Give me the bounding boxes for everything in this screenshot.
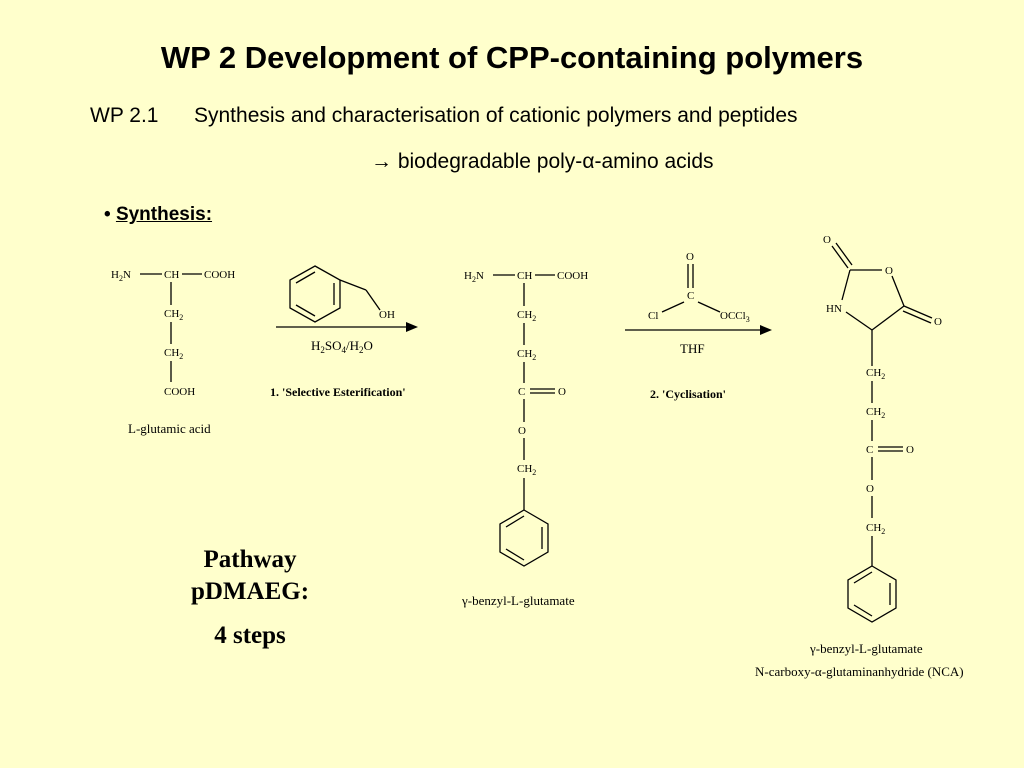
ester-carbon: C	[518, 386, 525, 398]
nca-label-line1: γ-benzyl-L-glutamate	[809, 641, 923, 656]
exo-oxygen-right: O	[934, 316, 942, 328]
nca-structure: O O HN O CH2 CH2 C O O CH2 γ-benzyl-L-gl…	[755, 234, 964, 679]
right-arrow-icon: →	[371, 150, 392, 173]
pathway-line1: Pathway	[203, 546, 297, 573]
methylene-1: CH2	[866, 367, 885, 381]
reaction-arrow-2: THF 2. 'Cyclisation'	[625, 325, 772, 401]
exo-oxygen-top: O	[823, 234, 831, 246]
benzene-ring	[499, 509, 549, 567]
cyclisation-reagent-structure: O C Cl OCCl3	[648, 251, 750, 324]
hydroxyl-group: OH	[379, 309, 395, 321]
central-carbon: C	[687, 290, 694, 302]
benzyl-glutamate-label: γ-benzyl-L-glutamate	[461, 593, 575, 608]
bullet-icon: •	[104, 204, 111, 225]
pathway-steps: 4 steps	[214, 622, 286, 649]
methylene-1: CH2	[164, 308, 183, 322]
subtitle-line2-a: biodegradable poly-	[392, 150, 583, 173]
trichloromethoxy: OCCl3	[720, 310, 750, 324]
carbonyl-oxygen: O	[686, 251, 694, 263]
carbonyl-oxygen: O	[906, 444, 914, 456]
pathway-line2: pDMAEG:	[190, 578, 310, 605]
step1-label: 1. 'Selective Esterification'	[270, 385, 406, 399]
benzyl-glutamate-structure: H2N CH COOH CH2 CH2 C O O CH2 γ-benzyl-L…	[461, 270, 588, 608]
amine-group: H2N	[111, 269, 131, 283]
ester-carbon: C	[866, 444, 873, 456]
nca-label-line2: N-carboxy-α-glutaminanhydride (NCA)	[755, 664, 964, 679]
methylene-2: CH2	[164, 347, 183, 361]
synthesis-heading: Synthesis:	[115, 204, 213, 225]
subtitle-line2-b: -amino acids	[594, 150, 714, 173]
benzene-ring	[847, 565, 897, 623]
ester-oxygen: O	[866, 483, 874, 495]
ring-nitrogen: HN	[826, 303, 842, 315]
work-package-text: Synthesis and characterisation of cation…	[194, 104, 798, 127]
synthesis-bullet: • Synthesis:	[104, 204, 212, 226]
ester-oxygen: O	[518, 425, 526, 437]
benzyl-methylene: CH2	[517, 463, 536, 477]
work-package-number: WP 2.1	[90, 104, 159, 127]
benzyl-methylene: CH2	[866, 522, 885, 536]
methylene-2: CH2	[517, 348, 536, 362]
solvent-label: THF	[680, 341, 705, 356]
biodegradable-subtitle: → biodegradable poly-α-amino acids	[371, 150, 714, 174]
amine-group: H2N	[464, 270, 484, 284]
chlorine: Cl	[648, 310, 658, 322]
work-package-subtitle: WP 2.1 Synthesis and characterisation of …	[90, 104, 798, 128]
alpha-carbon: CH	[517, 270, 532, 282]
pathway-summary: Pathway pDMAEG: 4 steps	[150, 544, 350, 652]
acid-reagent: H2SO4/H2O	[311, 338, 373, 355]
methylene-1: CH2	[517, 309, 536, 323]
methylene-2: CH2	[866, 406, 885, 420]
carboxyl-group: COOH	[204, 269, 235, 281]
alpha-carbon: CH	[164, 269, 179, 281]
slide-title: WP 2 Development of CPP-containing polym…	[160, 40, 864, 75]
step2-label: 2. 'Cyclisation'	[650, 387, 726, 401]
alpha-symbol: α	[582, 150, 595, 173]
l-glutamic-acid-structure: H2N CH COOH CH2 CH2 COOH L-glutamic acid	[111, 269, 235, 436]
glutamic-acid-label: L-glutamic acid	[128, 421, 211, 436]
benzyl-alcohol-structure: OH	[289, 265, 395, 323]
side-carboxyl: COOH	[164, 386, 195, 398]
ring-oxygen: O	[885, 265, 893, 277]
carboxyl-group: COOH	[557, 270, 588, 282]
reaction-arrow-1: H2SO4/H2O 1. 'Selective Esterification'	[270, 322, 418, 399]
carbonyl-oxygen: O	[558, 386, 566, 398]
